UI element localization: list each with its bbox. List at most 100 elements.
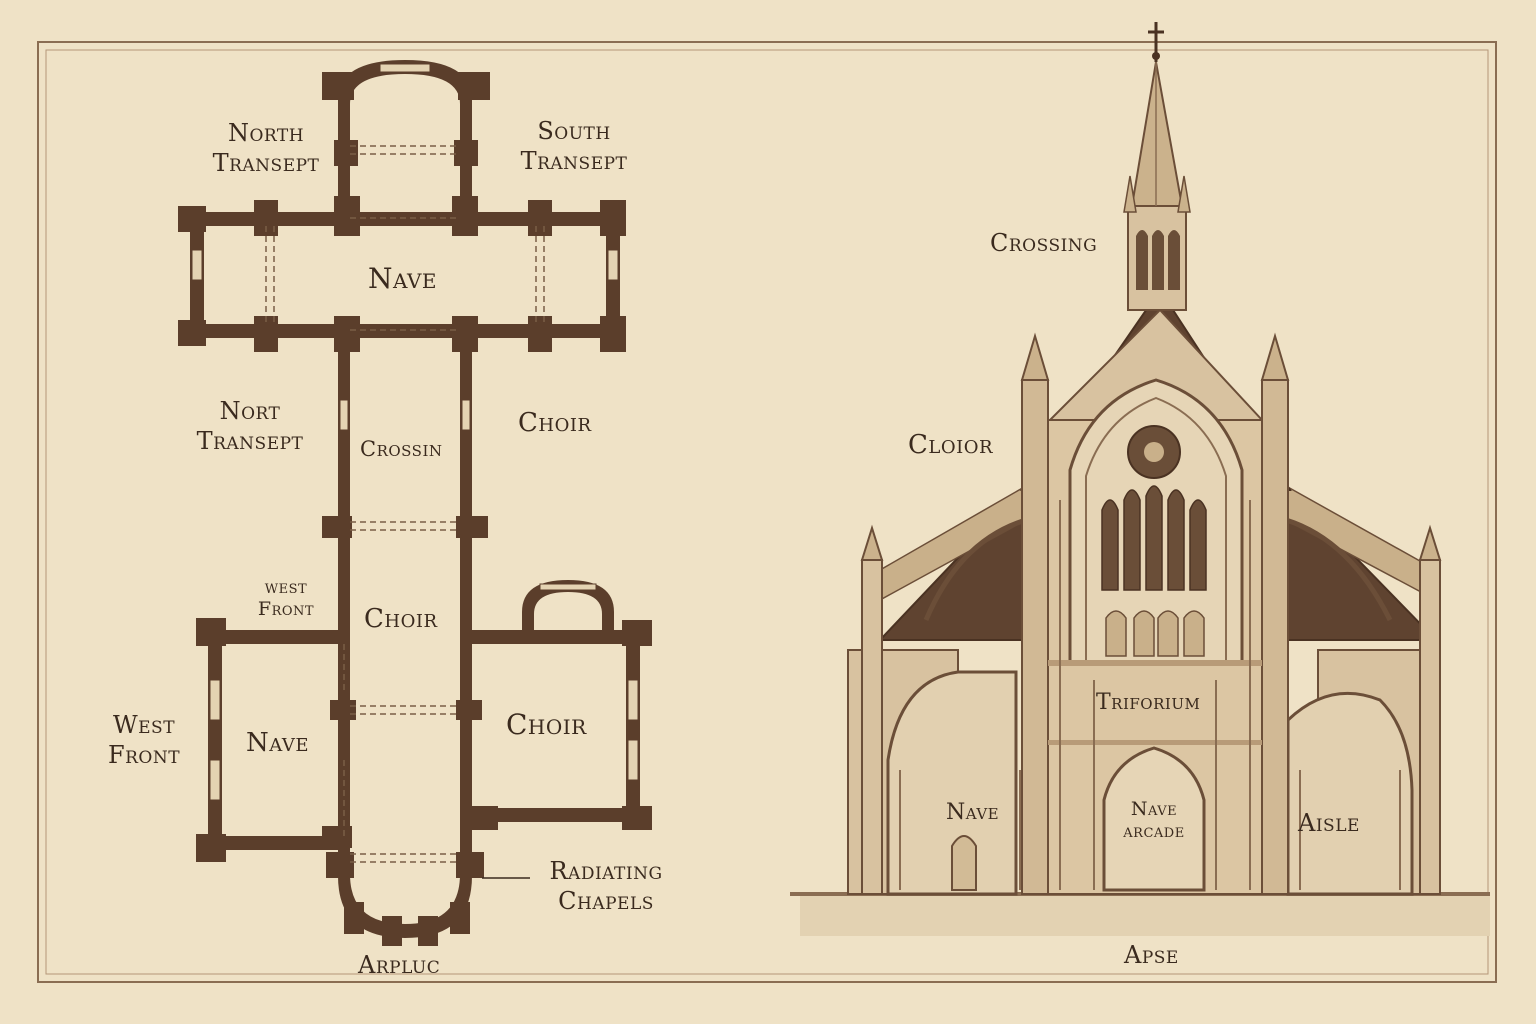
label-line: Chapels <box>558 887 654 915</box>
page-frame-inner <box>45 49 1489 975</box>
plan-window <box>627 679 639 721</box>
label-crossing: Crossing <box>990 229 1098 257</box>
plan-pier <box>600 316 626 352</box>
lantern-opening <box>1168 230 1180 290</box>
triforium-opening <box>1157 610 1179 657</box>
plan-right-block-bottom <box>472 808 638 822</box>
label-nave-arcade: Nave arcade <box>1108 798 1200 842</box>
label-apse: Apse <box>1124 941 1179 969</box>
plan-window <box>607 249 619 281</box>
page-frame-outer <box>37 41 1497 983</box>
lancet <box>1167 489 1185 591</box>
label-south-transept: South Transept <box>504 116 644 176</box>
plan-chapel-pier <box>418 916 438 946</box>
plan-left-block-wall <box>208 630 222 850</box>
left-buttress-tip <box>1020 332 1050 381</box>
plan-transept-top-wall <box>190 212 620 226</box>
label-nave: Nave <box>946 800 1000 825</box>
label-nort-transept: Nort Transept <box>180 396 320 456</box>
plan-window <box>627 739 639 781</box>
left-tower-buttress <box>1021 379 1049 895</box>
label-choir-center: Choir <box>364 604 438 634</box>
plan-window <box>461 399 471 431</box>
plan-pier <box>456 700 482 720</box>
plan-pier <box>322 516 352 538</box>
label-line: West <box>112 711 176 739</box>
left-outer-pinnacle-tip <box>860 524 884 561</box>
spire-orb <box>1152 52 1160 60</box>
plan-window <box>539 583 597 591</box>
plan-right-block-top <box>472 630 638 644</box>
plan-window <box>209 759 221 801</box>
label-nave-lower: Nave <box>246 728 309 758</box>
label-triforium: Triforium <box>1096 690 1201 715</box>
left-aisle-arch <box>886 670 1018 896</box>
label-north-transept: North Transept <box>196 118 336 178</box>
lancet <box>1145 485 1163 591</box>
plan-pier <box>456 516 488 538</box>
plan-pier <box>456 852 484 878</box>
label-choir-right: Choir <box>518 408 592 438</box>
right-outer-pinnacle-tip <box>1418 524 1442 561</box>
left-outer-pinnacle <box>861 559 883 895</box>
plan-bottom-apse <box>338 860 472 938</box>
plan-chapel-pier <box>450 902 470 934</box>
triforium-arcade <box>1105 610 1205 657</box>
plan-window <box>191 249 203 281</box>
label-line: North <box>227 119 305 147</box>
label-arpluc: Arpluc <box>358 951 441 979</box>
plan-pier <box>622 806 652 830</box>
plan-bay-lines <box>265 145 545 863</box>
plan-pier <box>196 618 226 646</box>
cathedral-elevation <box>790 22 1490 936</box>
string-course-lower <box>1048 740 1262 745</box>
spire-pinnacle-right <box>1177 175 1191 213</box>
plan-windows <box>191 63 639 801</box>
spire <box>1130 61 1184 207</box>
plan-window <box>379 63 431 73</box>
plan-pier <box>528 316 552 352</box>
plan-apse-pier-right <box>458 72 490 100</box>
plan-window <box>209 679 221 721</box>
plan-left-block-top <box>196 630 338 644</box>
plan-nave-wall-right <box>460 338 472 860</box>
label-choir-lower: Choir <box>506 708 587 741</box>
label-line: Transept <box>520 147 628 175</box>
right-flying-buttress <box>1285 517 1393 622</box>
label-line: South <box>537 117 611 145</box>
lancet <box>1189 499 1207 591</box>
triforium-opening <box>1105 610 1127 657</box>
lantern-openings <box>1136 230 1180 290</box>
plan-right-block-wall <box>626 630 640 822</box>
plan-pier <box>472 806 498 830</box>
plan-left-block-bottom <box>196 836 338 850</box>
plan-pier <box>528 200 552 236</box>
portal-arch <box>1102 746 1206 892</box>
right-tower-buttress <box>1261 379 1289 895</box>
lantern-opening <box>1152 230 1164 290</box>
label-nave-top: Nave <box>368 262 437 295</box>
label-line: arcade <box>1123 820 1185 842</box>
plan-transept-bottom-wall <box>190 324 620 338</box>
facade-shafts <box>899 500 1401 890</box>
plan-pier <box>196 834 226 862</box>
string-course <box>1048 660 1262 666</box>
label-line: Nave <box>1130 798 1178 820</box>
label-radiating-chapels: Radiating Chapels <box>528 856 684 916</box>
great-arch-inner <box>1085 396 1227 660</box>
ground-shadow <box>800 896 1490 936</box>
plan-pier <box>330 700 356 720</box>
label-west-front-small: west Front <box>238 576 334 620</box>
label-line: Nort <box>219 397 281 425</box>
plan-chapel-pier <box>382 916 402 946</box>
right-outer-pinnacle <box>1419 559 1441 895</box>
label-line: Radiating <box>549 857 663 885</box>
spire-pinnacle-left <box>1123 175 1137 213</box>
plan-apse-pier-left <box>322 72 354 100</box>
right-aisle-arch <box>1286 691 1414 896</box>
plan-pier <box>600 200 626 236</box>
label-line: west <box>264 576 308 598</box>
plan-pier <box>622 620 652 646</box>
